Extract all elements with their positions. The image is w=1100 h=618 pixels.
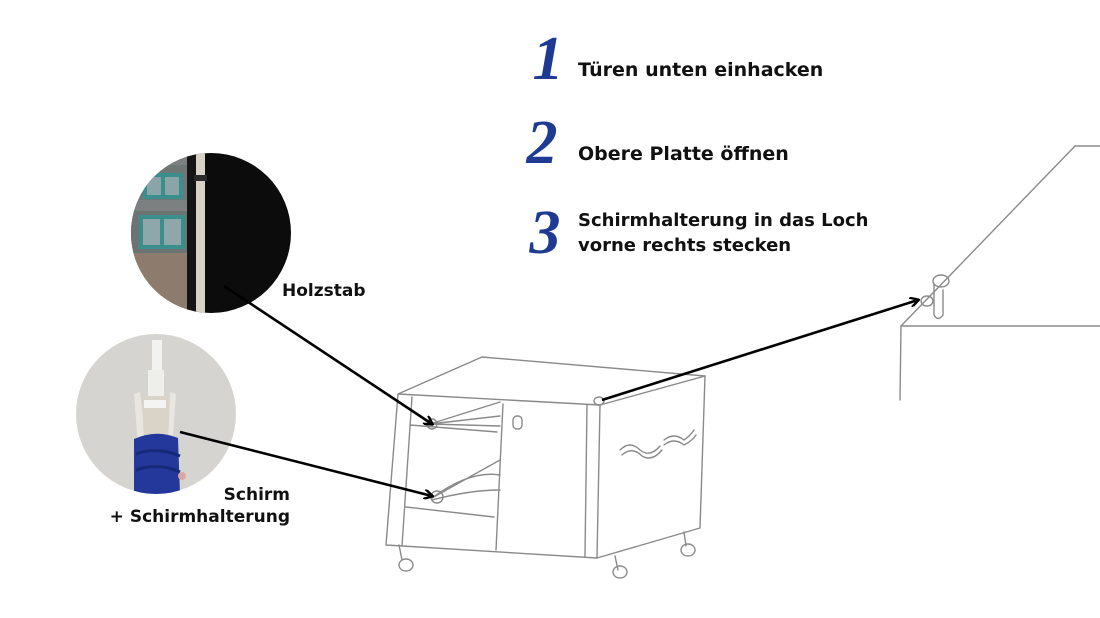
step-text-3: Schirmhalterung in das Loch vorne rechts… [578, 208, 868, 258]
step-text-3-line2: vorne rechts stecken [578, 235, 792, 256]
step-text-3-line1: Schirmhalterung in das Loch [578, 209, 869, 231]
step-number-3: 3 [529, 199, 561, 267]
holzstab-label: Holzstab [282, 281, 366, 301]
schirm-photo [76, 334, 236, 494]
schirm-label-line1: Schirm [223, 485, 290, 505]
step-number-1: 1 [532, 25, 564, 93]
step-number-2: 2 [526, 109, 558, 177]
schirm-label: Schirm + Schirmhalterung [94, 484, 290, 528]
step-3: 3 Schirmhalterung in das Loch vorne rech… [516, 199, 869, 267]
step-1: 1 Türen unten einhacken [522, 25, 824, 93]
schirm-label-line2: + Schirmhalterung [109, 507, 290, 528]
step-2: 2 Obere Platte öffnen [510, 112, 789, 174]
step-text-1: Türen unten einhacken [578, 58, 824, 81]
step-text-2: Obere Platte öffnen [578, 142, 789, 165]
